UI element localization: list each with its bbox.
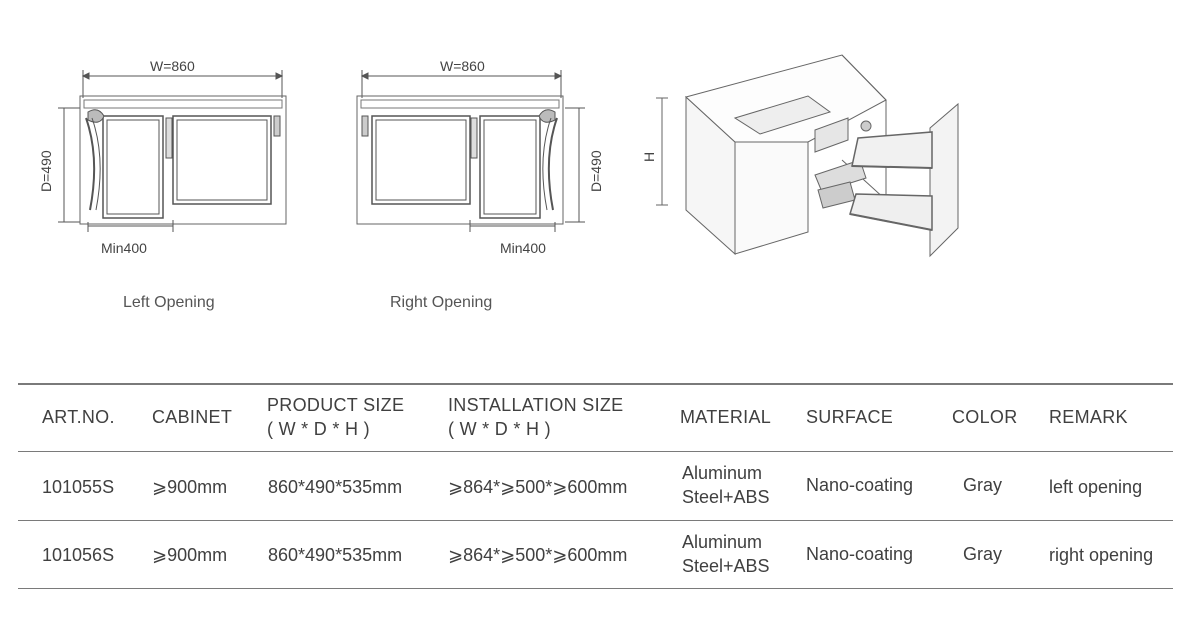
cell-surface: Nano-coating — [806, 475, 914, 495]
header-installation-size: INSTALLATION SIZE ( W * D * H ) — [448, 393, 623, 441]
left-width-label: W=860 — [150, 58, 195, 74]
cell-cabinet: ⩾900mm — [152, 545, 228, 565]
technical-drawings — [58, 54, 959, 258]
cell-material: Aluminum Steel+ABS — [682, 530, 770, 578]
header-cabinet: CABINET — [152, 407, 233, 427]
cell-color: Gray — [963, 475, 1003, 495]
left-min-label: Min400 — [101, 240, 147, 256]
isometric-cabinet — [656, 54, 959, 258]
table-row-rule — [18, 520, 1173, 521]
cell-art-no: 101055S — [42, 477, 115, 497]
cell-material: Aluminum Steel+ABS — [682, 461, 770, 509]
table-header-rule — [18, 451, 1173, 452]
header-installation-size-sub: ( W * D * H ) — [448, 419, 551, 439]
cell-material-line2: Steel+ABS — [682, 487, 770, 507]
cell-product-size: 860*490*535mm — [268, 477, 403, 497]
cell-color: Gray — [963, 544, 1003, 564]
header-surface: SURFACE — [806, 407, 894, 427]
cell-remark: left opening — [1049, 477, 1143, 497]
cell-installation-size: ⩾864*⩾500*⩾600mm — [448, 545, 628, 565]
iso-height-label: H — [641, 151, 657, 162]
right-opening-caption: Right Opening — [390, 294, 493, 311]
cell-material-line1: Aluminum — [682, 532, 763, 552]
cell-product-size: 860*490*535mm — [268, 545, 403, 565]
left-opening-plan — [58, 70, 287, 232]
right-width-label: W=860 — [440, 58, 485, 74]
header-installation-size-title: INSTALLATION SIZE — [448, 395, 624, 415]
header-product-size-title: PRODUCT SIZE — [267, 395, 405, 415]
cell-surface: Nano-coating — [806, 544, 914, 564]
cell-cabinet: ⩾900mm — [152, 477, 228, 497]
cell-art-no: 101056S — [42, 545, 115, 565]
cell-material-line1: Aluminum — [682, 463, 763, 483]
cell-material-line2: Steel+ABS — [682, 556, 770, 576]
table-top-rule — [18, 383, 1173, 385]
cell-remark: right opening — [1049, 545, 1154, 565]
header-art-no: ART.NO. — [42, 407, 115, 427]
right-opening-plan — [356, 70, 585, 232]
table-bottom-rule — [18, 588, 1173, 589]
header-product-size-sub: ( W * D * H ) — [267, 419, 370, 439]
left-depth-label: D=490 — [38, 150, 54, 192]
header-color: COLOR — [952, 407, 1018, 427]
header-remark: REMARK — [1049, 407, 1128, 427]
header-material: MATERIAL — [680, 407, 772, 427]
right-min-label: Min400 — [500, 240, 546, 256]
cell-installation-size: ⩾864*⩾500*⩾600mm — [448, 477, 628, 497]
right-depth-label: D=490 — [588, 150, 604, 192]
left-opening-caption: Left Opening — [123, 294, 215, 311]
header-product-size: PRODUCT SIZE ( W * D * H ) — [267, 393, 404, 441]
